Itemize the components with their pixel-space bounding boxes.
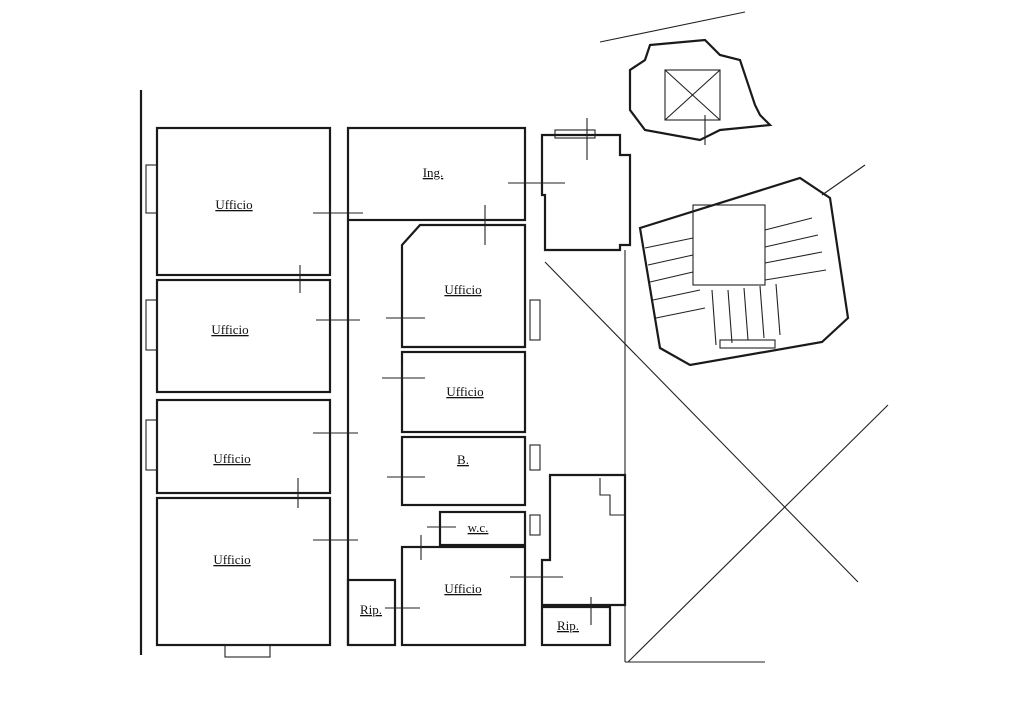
room-label-ufficio: Ufficio (211, 322, 248, 337)
door-marks (297, 118, 592, 625)
room-label-ripostiglio: Rip. (557, 618, 579, 633)
elevator-shaft (628, 38, 773, 145)
room-label-ufficio: Ufficio (213, 552, 250, 567)
room-label-ufficio: Ufficio (215, 197, 252, 212)
room-label-bagno: B. (457, 452, 469, 467)
room-label-ingresso: Ing. (423, 165, 444, 180)
outer-walls (139, 11, 889, 663)
room-label-ripostiglio: Rip. (360, 602, 382, 617)
room-label-ufficio: Ufficio (213, 451, 250, 466)
right-rooms (540, 129, 632, 647)
room-label-wc: w.c. (468, 520, 489, 535)
left-offices (145, 126, 332, 658)
room-label-ufficio: Ufficio (444, 581, 481, 596)
room-labels: Ufficio Ufficio Ufficio Ufficio Ing. Uff… (211, 165, 579, 633)
staircase (638, 176, 850, 367)
room-label-ufficio: Ufficio (444, 282, 481, 297)
room-label-ufficio: Ufficio (446, 384, 483, 399)
central-block (346, 126, 541, 647)
